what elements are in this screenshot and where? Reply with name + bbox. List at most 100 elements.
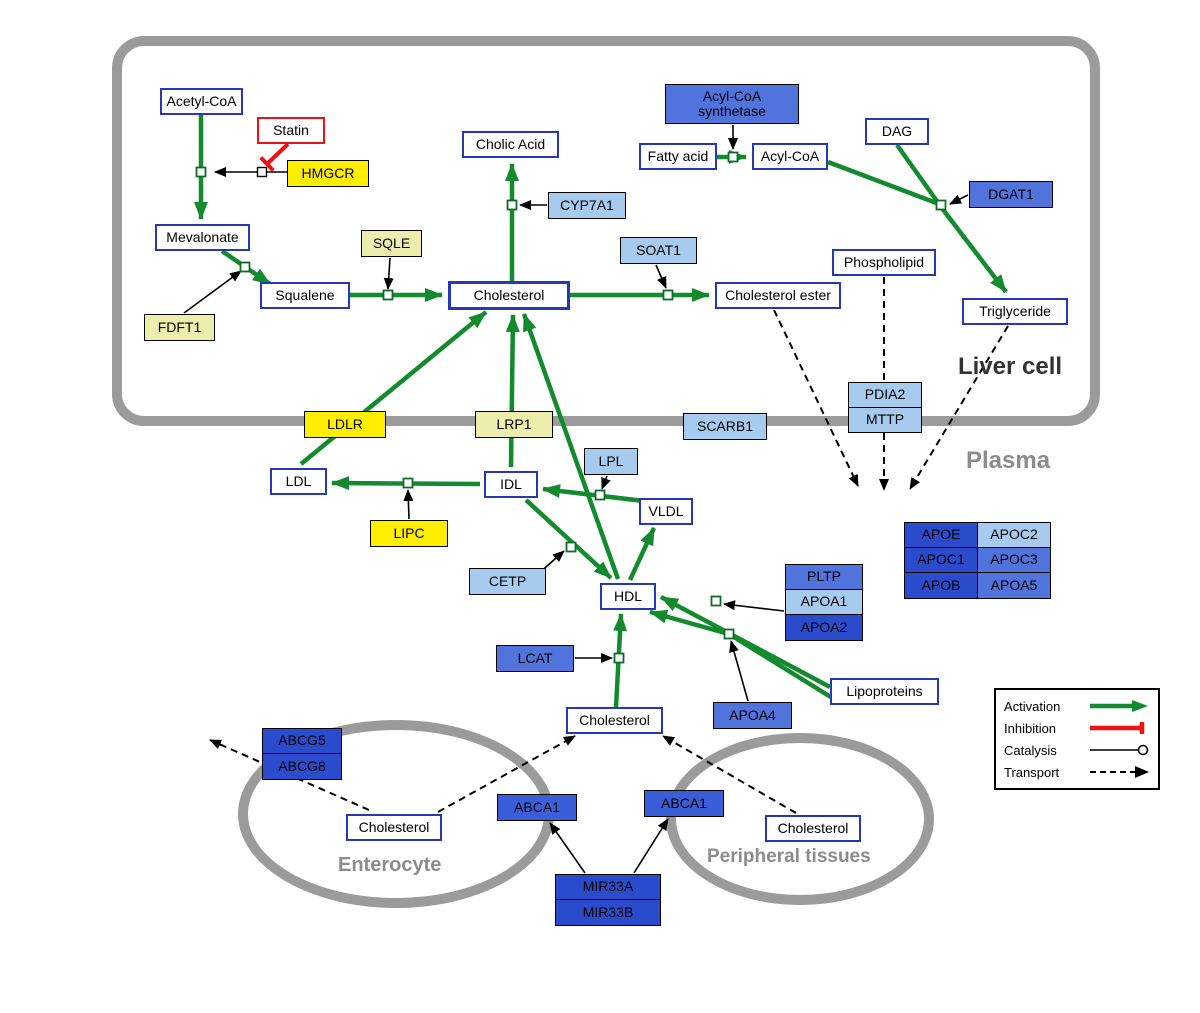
edge-idl-hdl <box>524 498 613 580</box>
legend: Activation Inhibition Catalysis Transpor… <box>994 688 1160 790</box>
legend-inhibition-label: Inhibition <box>1004 720 1057 736</box>
catalysis-circle-icon <box>1090 744 1149 756</box>
transport-dashed-arrow-icon <box>1090 766 1149 778</box>
node-lcat[interactable]: LCAT <box>496 645 574 672</box>
liver-cell-compartment <box>112 36 1100 426</box>
node-cetp[interactable]: CETP <box>469 568 546 595</box>
node-cholic-acid[interactable]: Cholic Acid <box>462 131 559 158</box>
node-fatty-acid[interactable]: Fatty acid <box>639 143 717 170</box>
node-ldlr[interactable]: LDLR <box>304 411 386 438</box>
node-vldl[interactable]: VLDL <box>639 498 693 525</box>
edge-lpl-catalysis <box>601 475 611 490</box>
edge-dgat1-catalysis <box>949 194 969 205</box>
reaction-node-6 <box>935 199 947 211</box>
node-mttp[interactable]: MTTP <box>848 407 922 433</box>
node-apoa5[interactable]: APOA5 <box>977 572 1051 599</box>
node-cholesterol-liver[interactable]: Cholesterol <box>448 281 570 310</box>
node-abca1-left[interactable]: ABCA1 <box>497 794 577 821</box>
node-lpl[interactable]: LPL <box>584 448 638 475</box>
reaction-node-1 <box>239 261 251 273</box>
reaction-node-12 <box>723 628 735 640</box>
edge-triglyceride-transport <box>909 325 1009 490</box>
node-acetyl-coa[interactable]: Acetyl-CoA <box>160 88 243 115</box>
node-apoc1[interactable]: APOC1 <box>904 547 978 573</box>
edge-sqle-catalysis <box>383 257 394 290</box>
plasma-label: Plasma <box>966 447 1051 474</box>
edge-statin-inhibition <box>265 142 290 166</box>
node-pltp[interactable]: PLTP <box>785 564 863 590</box>
legend-activation-label: Activation <box>1004 698 1061 714</box>
node-mevalonate[interactable]: Mevalonate <box>155 224 250 251</box>
node-abca1-right[interactable]: ABCA1 <box>644 790 724 817</box>
node-apoa4[interactable]: APOA4 <box>713 702 792 729</box>
edge-acylcoa-junction <box>827 159 940 207</box>
node-sqle[interactable]: SQLE <box>361 230 422 257</box>
reaction-node-9 <box>565 541 577 553</box>
node-acyl-coa-synthetase[interactable]: Acyl-CoA synthetase <box>665 84 799 124</box>
node-dag[interactable]: DAG <box>865 118 929 145</box>
node-cholesterol-enterocyte[interactable]: Cholesterol <box>346 814 442 841</box>
node-acyl-coa[interactable]: Acyl-CoA <box>752 143 828 170</box>
node-cyp7a1[interactable]: CYP7A1 <box>548 192 626 219</box>
reaction-node-11 <box>710 595 722 607</box>
edge-statin-inhibition-cap <box>259 156 275 172</box>
edge-ldl-ldlr-cholesterol <box>299 310 488 466</box>
node-pdia2[interactable]: PDIA2 <box>848 382 922 408</box>
node-apoa1[interactable]: APOA1 <box>785 589 863 615</box>
legend-transport-label: Transport <box>1004 764 1060 780</box>
node-apoc2[interactable]: APOC2 <box>977 522 1051 548</box>
edge-hdl-vldl <box>627 527 657 581</box>
node-mir33a[interactable]: MIR33A <box>555 874 661 900</box>
node-lipc[interactable]: LIPC <box>370 520 448 547</box>
node-mir33b[interactable]: MIR33B <box>555 899 661 926</box>
node-ldl[interactable]: LDL <box>270 468 327 495</box>
peripheral-tissues-compartment <box>666 733 934 905</box>
node-fdft1[interactable]: FDFT1 <box>144 314 215 341</box>
node-abcg8[interactable]: ABCG8 <box>262 753 342 780</box>
node-lrp1[interactable]: LRP1 <box>475 411 553 438</box>
edge-apoa4-catalysis <box>729 640 749 702</box>
edge-fdft1-catalysis <box>183 270 242 314</box>
reaction-node-5 <box>727 151 739 163</box>
reaction-node-0 <box>195 166 207 178</box>
node-soat1[interactable]: SOAT1 <box>620 237 697 264</box>
reaction-node-8 <box>594 489 606 501</box>
edge-mir33-abca1-left <box>549 822 586 874</box>
node-triglyceride[interactable]: Triglyceride <box>962 298 1068 325</box>
liver-cell-label: Liver cell <box>958 353 1063 380</box>
node-cholesterol-plasma[interactable]: Cholesterol <box>566 707 663 734</box>
node-abcg5[interactable]: ABCG5 <box>262 728 342 754</box>
edge-lipc-catalysis <box>403 489 414 520</box>
edge-peripheral-cholesterol-efflux <box>662 735 797 814</box>
node-idl[interactable]: IDL <box>484 471 538 498</box>
edge-hdl-cholesterol-liver <box>521 313 621 580</box>
node-cholesterol-peripheral[interactable]: Cholesterol <box>765 815 861 842</box>
legend-row-inhibition: Inhibition <box>1004 717 1150 739</box>
node-dgat1[interactable]: DGAT1 <box>969 181 1053 208</box>
edge-cholesterolester-transport <box>773 309 859 487</box>
node-apob[interactable]: APOB <box>904 572 978 599</box>
legend-row-transport: Transport <box>1004 761 1150 783</box>
edge-soat1-catalysis <box>655 264 667 289</box>
reaction-node-3 <box>506 199 518 211</box>
node-cholesterol-ester[interactable]: Cholesterol ester <box>715 282 841 309</box>
node-apoe[interactable]: APOE <box>904 522 978 548</box>
node-scarb1[interactable]: SCARB1 <box>683 413 767 440</box>
node-apoc3[interactable]: APOC3 <box>977 547 1051 573</box>
node-lipoproteins[interactable]: Lipoproteins <box>830 678 939 705</box>
enterocyte-label: Enterocyte <box>338 854 442 876</box>
legend-catalysis-label: Catalysis <box>1004 742 1057 758</box>
node-statin[interactable]: Statin <box>257 117 325 144</box>
edge-mir33-abca1-right <box>633 818 669 874</box>
activation-arrow-icon <box>1090 700 1148 712</box>
peripheral-tissues-label: Peripheral tissues <box>707 846 871 867</box>
reaction-node-2 <box>382 289 394 301</box>
node-phospholipid[interactable]: Phospholipid <box>832 249 936 276</box>
node-hmgcr[interactable]: HMGCR <box>287 160 369 187</box>
node-hdl[interactable]: HDL <box>600 583 656 610</box>
edge-junction-triglyceride <box>939 205 1008 294</box>
node-apoa2[interactable]: APOA2 <box>785 614 863 641</box>
node-squalene[interactable]: Squalene <box>260 282 350 309</box>
reaction-node-4 <box>662 289 674 301</box>
edge-vldl-idl <box>542 484 645 504</box>
